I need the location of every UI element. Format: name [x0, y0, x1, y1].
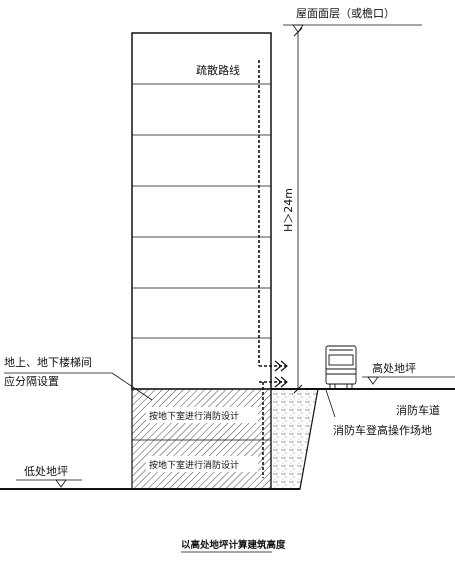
caption: 以高处地坪计算建筑高度 [181, 539, 286, 553]
roof-level-marker: 屋面面层（或檐口） [283, 6, 422, 33]
basement: 按地下室进行消防设计 按地下室进行消防设计 [131, 388, 272, 490]
roof-level-label: 屋面面层（或檐口） [296, 6, 395, 20]
ground-lines [0, 388, 455, 490]
retaining-wall [270, 388, 319, 490]
fire-truck-icon [325, 345, 357, 390]
stairs-label-line1: 地上、地下楼梯间 [4, 355, 92, 369]
basement-note-box [146, 456, 258, 472]
basement-note-box [146, 407, 258, 423]
basement-note-lower: 按地下室进行消防设计 [149, 459, 239, 471]
building-above-ground [131, 32, 272, 390]
high-ground-label: 高处地坪 [372, 361, 416, 375]
height-dimension: H＞24m [282, 27, 303, 394]
basement-note-upper: 按地下室进行消防设计 [149, 410, 239, 422]
fire-operation-area-label: 消防车登高操作场地 [333, 423, 432, 437]
low-ground-label: 低处地坪 [24, 465, 68, 478]
high-ground-marker: 高处地坪 [362, 361, 455, 385]
evacuation-route-label: 疏散路线 [196, 63, 240, 77]
low-ground-marker: 低处地坪 [16, 465, 82, 488]
stairs-label-line2: 应分隔设置 [4, 374, 59, 388]
stairs-callout: 地上、地下楼梯间 应分隔设置 [4, 355, 153, 401]
caption-text: 以高处地坪计算建筑高度 [181, 539, 286, 551]
fire-lane-label: 消防车道 [396, 403, 440, 417]
fire-lane-callout: 消防车道 消防车登高操作场地 [325, 389, 440, 437]
height-annotation: H＞24m [282, 188, 295, 232]
